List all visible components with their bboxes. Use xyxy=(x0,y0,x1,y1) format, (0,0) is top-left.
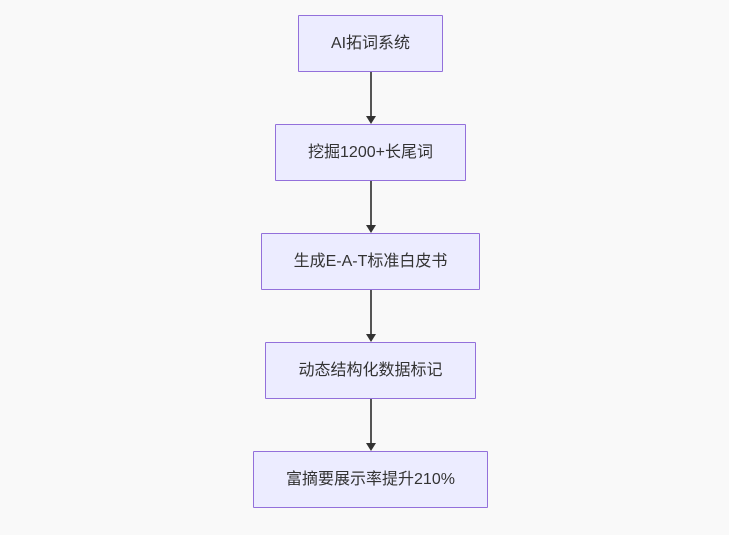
flow-arrow-4 xyxy=(365,399,376,451)
flowchart-node-ai-keyword-system: AI拓词系统 xyxy=(297,15,444,72)
flowchart-node-rich-snippet-result: 富摘要展示率提升210% xyxy=(253,451,488,508)
arrow-down-icon xyxy=(365,116,376,124)
flow-arrow-1 xyxy=(365,72,376,124)
flow-arrow-3 xyxy=(365,290,376,342)
arrow-shaft xyxy=(369,399,372,443)
flowchart-node-longtail-mining: 挖掘1200+长尾词 xyxy=(275,124,466,181)
flowchart-node-structured-data-markup: 动态结构化数据标记 xyxy=(265,342,476,399)
arrow-down-icon xyxy=(365,334,376,342)
arrow-shaft xyxy=(369,72,372,116)
arrow-shaft xyxy=(369,290,372,334)
arrow-shaft xyxy=(369,181,372,225)
arrow-down-icon xyxy=(365,443,376,451)
arrow-down-icon xyxy=(365,225,376,233)
flow-arrow-2 xyxy=(365,181,376,233)
flowchart-node-eat-whitepaper: 生成E-A-T标准白皮书 xyxy=(260,233,481,290)
